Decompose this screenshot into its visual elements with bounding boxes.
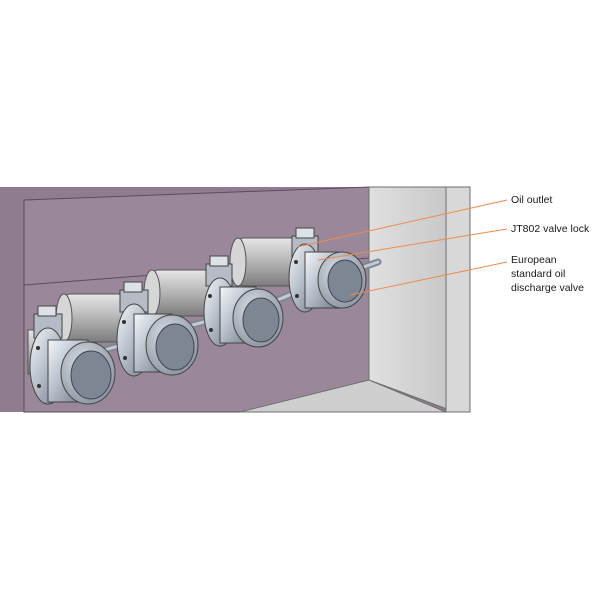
discharge-valve-2 <box>55 281 199 377</box>
discharge-valve-1 <box>27 305 116 405</box>
enclosure-floor <box>239 379 447 413</box>
discharge-valve-4 <box>229 227 367 313</box>
callout-valve-lock: JT802 valve lock <box>511 223 590 235</box>
discharge-valve-3 <box>143 255 284 348</box>
callout-oil-outlet: Oil outlet <box>511 194 553 206</box>
callout-leaders <box>296 199 508 296</box>
enclosure-side-frame <box>445 186 471 413</box>
callout-discharge-valve: European standard oil discharge valve <box>511 254 584 294</box>
leader-discharge-valve <box>349 261 508 296</box>
leader-valve-lock <box>317 228 508 261</box>
leader-oil-outlet <box>296 199 508 248</box>
